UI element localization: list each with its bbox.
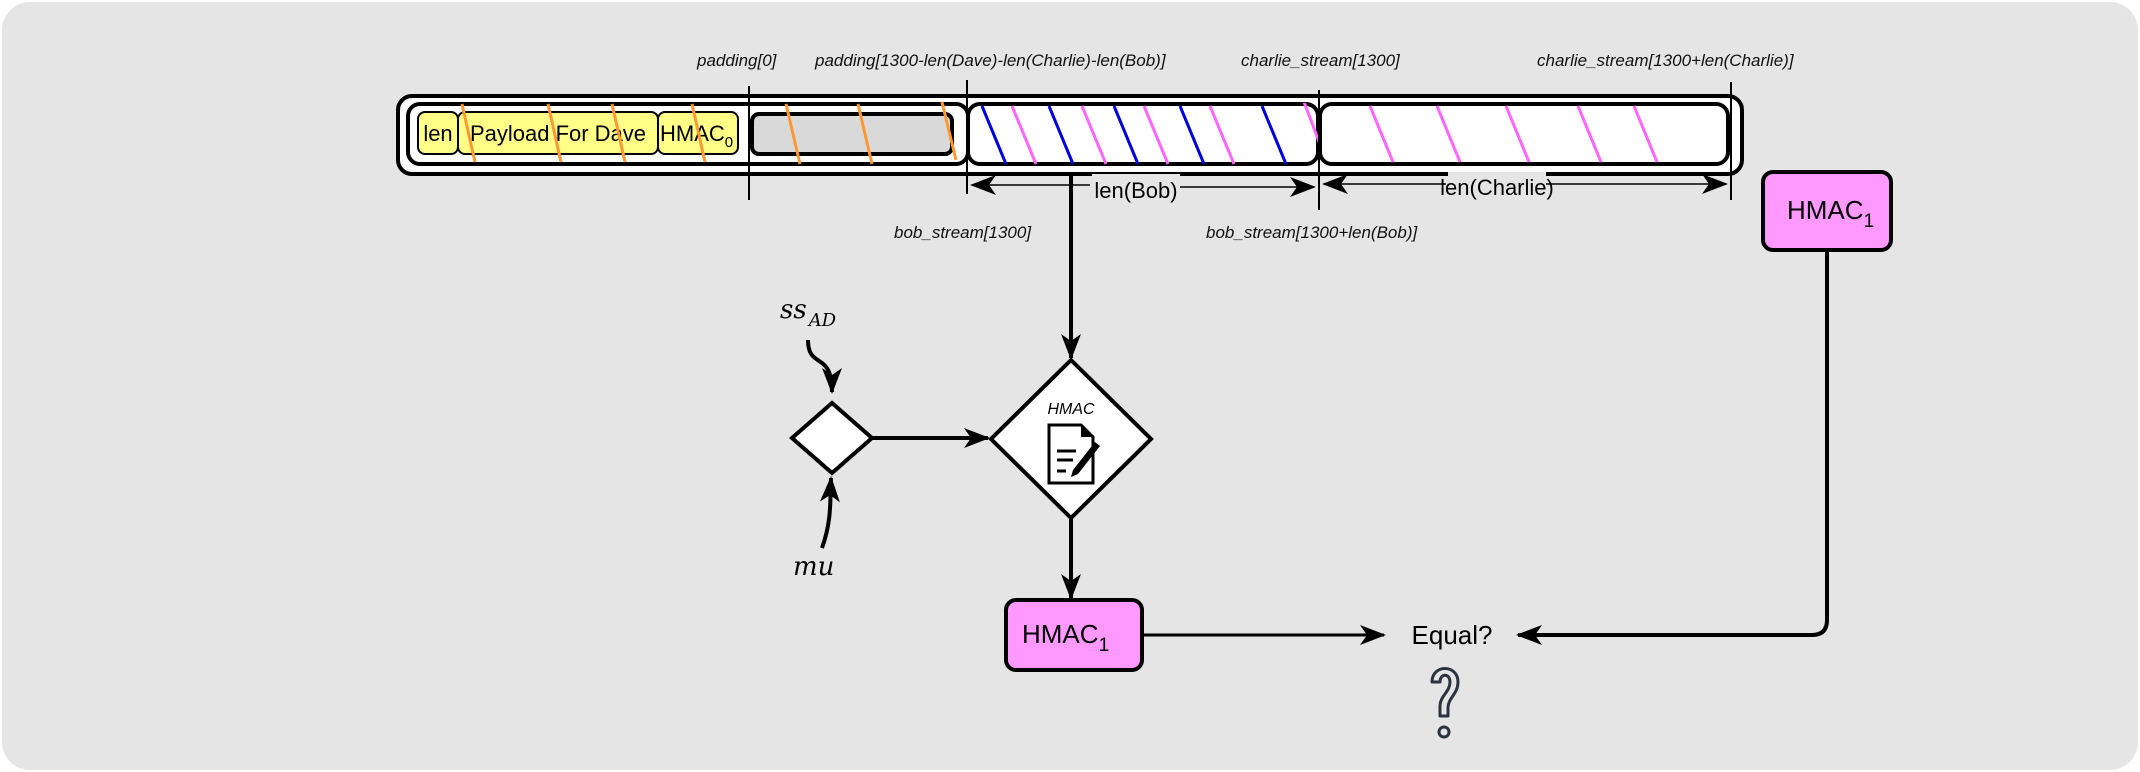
stripe — [1435, 105, 1462, 163]
stripe — [1112, 105, 1140, 165]
len-field-label: len — [423, 121, 452, 146]
stripe — [1368, 105, 1395, 163]
stripe — [980, 105, 1008, 165]
document-sign-icon — [1047, 423, 1100, 485]
charlie-span: len(Charlie) — [1322, 172, 1728, 200]
stripe — [1260, 105, 1288, 165]
hmac0-field-label: HMAC0 — [660, 121, 733, 151]
bob-stream-start-label: bob_stream[1300] — [894, 223, 1032, 242]
bob-span-label: len(Bob) — [1094, 178, 1177, 203]
bob-segment-stripes — [980, 103, 1319, 165]
padding-start-label: padding[0] — [696, 51, 778, 70]
stripe — [1208, 105, 1236, 165]
stripe — [1178, 105, 1206, 165]
question-mark-icon — [1430, 667, 1460, 739]
charlie-stream-start-label: charlie_stream[1300] — [1241, 51, 1401, 70]
onion-packet: len Payload For Dave HMAC0 — [396, 94, 1744, 176]
charlie-segment-stripes — [1368, 105, 1659, 163]
stripe — [856, 103, 874, 165]
bob-span: len(Bob) — [970, 174, 1316, 203]
stripe — [546, 103, 563, 163]
received-hmac1-box: HMAC1 — [1761, 170, 1893, 252]
stripe — [610, 103, 627, 163]
key-input-arrow — [806, 339, 842, 394]
compare-label: Equal? — [1412, 620, 1493, 650]
stripe — [1504, 105, 1531, 163]
stripe — [1576, 105, 1603, 163]
charlie-stream-end-label: charlie_stream[1300+len(Charlie)] — [1537, 51, 1795, 70]
hmac-node: HMAC — [988, 357, 1154, 521]
stripe — [1302, 103, 1319, 161]
padding-field — [750, 112, 954, 156]
dave-stream-stripes — [460, 101, 958, 165]
message-mu-label: mu — [793, 552, 834, 582]
stripe — [1632, 105, 1659, 163]
combine-node — [788, 400, 876, 476]
computed-hmac1-label: HMAC1 — [1022, 619, 1109, 656]
stripe — [784, 103, 802, 165]
received-hmac1-label: HMAC1 — [1787, 195, 1874, 232]
stripe — [460, 103, 477, 163]
stripe — [1047, 105, 1075, 165]
bob-stream-end-label: bob_stream[1300+len(Bob)] — [1206, 223, 1418, 242]
offset-ticks — [748, 80, 1732, 210]
received-to-compare-arrow — [1516, 250, 1829, 645]
padding-end-label: padding[1300-len(Dave)-len(Charlie)-len(… — [814, 51, 1167, 70]
charlie-span-label: len(Charlie) — [1440, 175, 1554, 200]
stripe — [690, 103, 707, 163]
message-input-arrow — [819, 476, 840, 549]
bob-span-label-bg — [1092, 174, 1180, 200]
computed-hmac1-box: HMAC1 — [1004, 598, 1144, 672]
stripe — [940, 101, 958, 161]
charlie-span-label-bg — [1448, 172, 1546, 198]
stripe — [1142, 105, 1170, 165]
hmac-node-label: HMAC — [1047, 401, 1095, 418]
stripe — [1010, 105, 1038, 165]
stripe — [1080, 105, 1108, 165]
